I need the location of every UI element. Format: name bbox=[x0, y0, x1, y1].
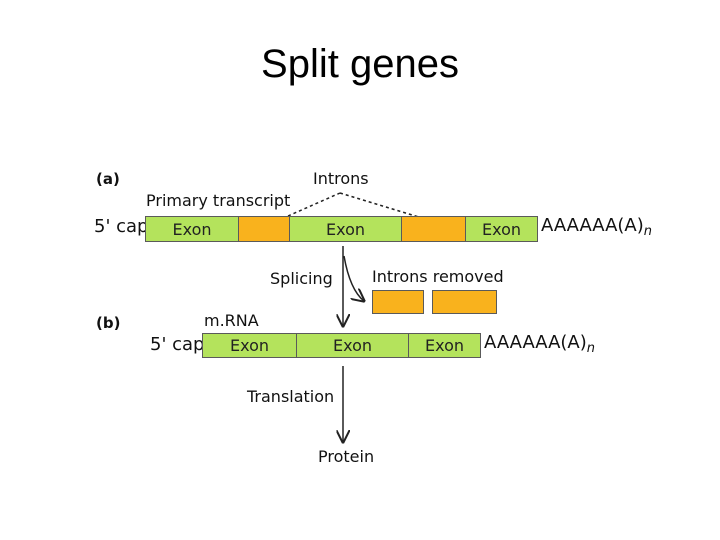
introns-removed-curved-arrow bbox=[343, 255, 364, 301]
mrna-exon-1: Exon bbox=[202, 333, 297, 358]
primary-poly-a-tail: AAAAAA(A)n bbox=[541, 215, 652, 239]
primary-transcript-label: Primary transcript bbox=[146, 191, 291, 210]
intron-dashed-line-left bbox=[287, 192, 341, 217]
mrna-cap-label: 5' cap bbox=[150, 334, 205, 355]
primary-intron-1 bbox=[238, 216, 290, 242]
mrna-poly-a-tail: AAAAAA(A)n bbox=[484, 332, 595, 356]
mrna-exon-2: Exon bbox=[296, 333, 409, 358]
introns-removed-label: Introns removed bbox=[372, 267, 504, 286]
panel-a-label: (a) bbox=[96, 170, 120, 188]
intron-dashed-line-right bbox=[339, 192, 423, 219]
protein-label: Protein bbox=[318, 447, 375, 466]
primary-cap-label: 5' cap bbox=[94, 216, 149, 237]
translation-label: Translation bbox=[247, 387, 335, 406]
introns-label: Introns bbox=[313, 169, 369, 188]
primary-intron-2 bbox=[401, 216, 466, 242]
mrna-label: m.RNA bbox=[204, 311, 259, 330]
panel-b-label: (b) bbox=[96, 314, 121, 332]
primary-exon-1: Exon bbox=[145, 216, 239, 242]
removed-intron-1 bbox=[372, 290, 424, 314]
removed-intron-2 bbox=[432, 290, 497, 314]
primary-exon-3: Exon bbox=[465, 216, 538, 242]
primary-exon-2: Exon bbox=[289, 216, 402, 242]
splicing-label: Splicing bbox=[270, 269, 333, 288]
mrna-exon-3: Exon bbox=[408, 333, 481, 358]
page-title: Split genes bbox=[261, 42, 459, 86]
